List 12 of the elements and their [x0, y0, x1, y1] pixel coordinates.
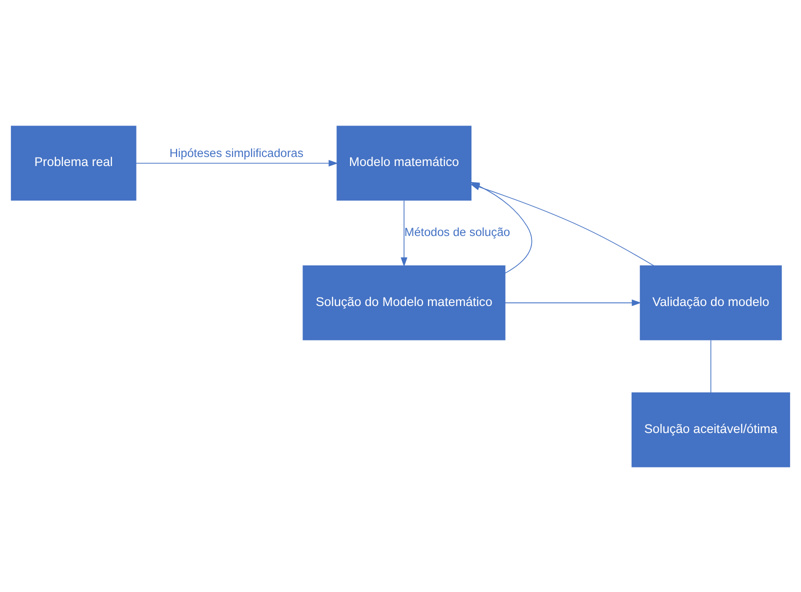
edge-label: Métodos de solução	[404, 224, 510, 238]
edge-label: Hipóteses simplificadoras	[169, 145, 304, 160]
arrow	[400, 200, 408, 266]
node-box: Modelo matemático	[336, 125, 472, 200]
node-box: Solução do Modelo matemático	[302, 264, 506, 340]
node-box: Problema real	[10, 125, 136, 200]
node-box: Solução aceitável/ótima	[632, 392, 790, 467]
node-box: Validação do modelo	[640, 264, 782, 340]
arrow	[504, 299, 642, 306]
connector	[710, 339, 712, 392]
arrow	[136, 159, 338, 166]
arrow	[470, 183, 654, 266]
